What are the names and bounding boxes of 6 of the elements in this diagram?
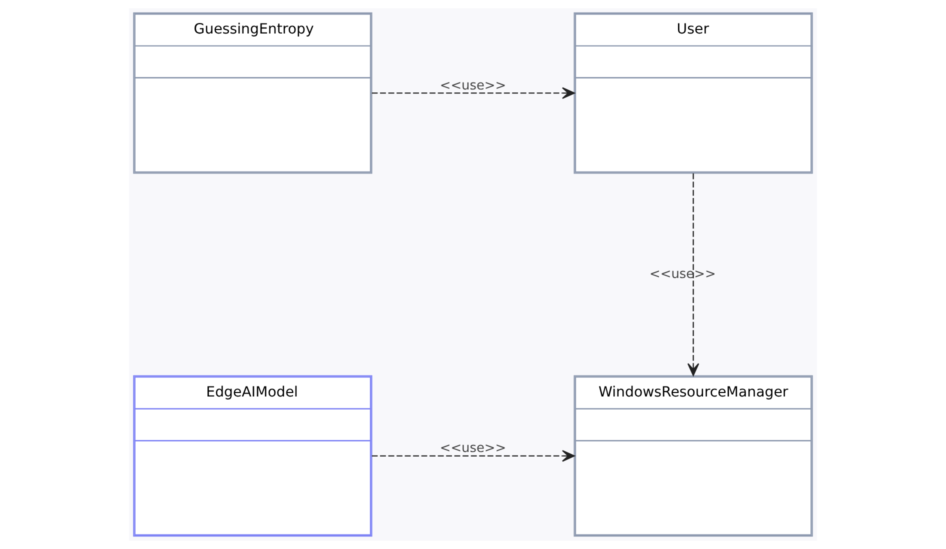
arrow xyxy=(372,450,575,462)
arrow xyxy=(372,87,575,99)
edge-label: <<use>> xyxy=(440,441,506,456)
arrow xyxy=(687,173,700,376)
edge-label: <<use>> xyxy=(440,78,506,94)
edge-label: <<use>> xyxy=(650,266,716,282)
